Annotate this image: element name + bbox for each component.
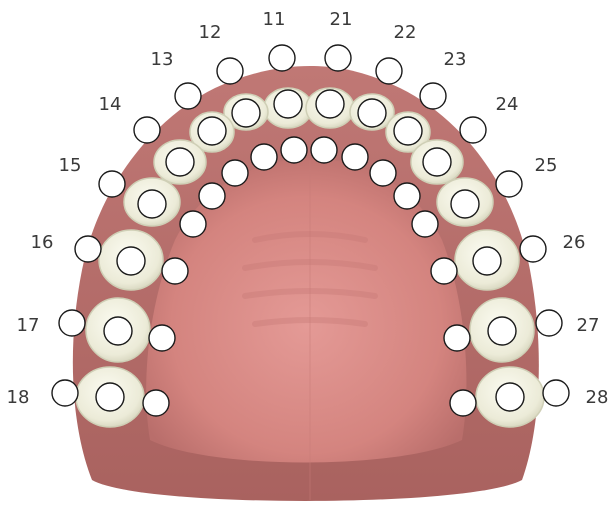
tooth-25-inner-marker[interactable] [412,211,438,237]
tooth-label-22: 22 [394,22,417,43]
tooth-14-outer-marker[interactable] [134,117,160,143]
tooth-27-inner-marker[interactable] [444,325,470,351]
tooth-21-center-marker[interactable] [316,90,344,118]
tooth-26-inner-marker[interactable] [431,258,457,284]
tooth-25-center-marker[interactable] [451,190,479,218]
tooth-12-center-marker[interactable] [232,99,260,127]
tooth-16-inner-marker[interactable] [162,258,188,284]
tooth-label-28: 28 [586,387,608,408]
tooth-23-outer-marker[interactable] [420,83,446,109]
tooth-label-21: 21 [330,9,353,30]
tooth-23-inner-marker[interactable] [370,160,396,186]
tooth-28-center-marker[interactable] [496,383,524,411]
tooth-16-outer-marker[interactable] [75,236,101,262]
tooth-11-center-marker[interactable] [274,90,302,118]
tooth-11-inner-marker[interactable] [281,137,307,163]
tooth-label-17: 17 [17,315,40,336]
tooth-14-center-marker[interactable] [166,148,194,176]
tooth-14-inner-marker[interactable] [199,183,225,209]
tooth-label-14: 14 [99,94,122,115]
tooth-22-center-marker[interactable] [358,99,386,127]
tooth-17-outer-marker[interactable] [59,310,85,336]
tooth-27-center-marker[interactable] [488,317,516,345]
tooth-label-18: 18 [7,387,30,408]
tooth-28-outer-marker[interactable] [543,380,569,406]
tooth-28-inner-marker[interactable] [450,390,476,416]
tooth-24-outer-marker[interactable] [460,117,486,143]
tooth-label-24: 24 [496,94,519,115]
tooth-26-center-marker[interactable] [473,247,501,275]
tooth-label-11: 11 [263,9,286,30]
tooth-21-inner-marker[interactable] [311,137,337,163]
tooth-22-outer-marker[interactable] [376,58,402,84]
tooth-25-outer-marker[interactable] [496,171,522,197]
tooth-11-outer-marker[interactable] [269,45,295,71]
tooth-label-13: 13 [151,49,174,70]
tooth-label-23: 23 [444,49,467,70]
tooth-15-center-marker[interactable] [138,190,166,218]
tooth-21-outer-marker[interactable] [325,45,351,71]
tooth-17-inner-marker[interactable] [149,325,175,351]
tooth-12-inner-marker[interactable] [251,144,277,170]
tooth-label-27: 27 [577,315,600,336]
tooth-15-inner-marker[interactable] [180,211,206,237]
tooth-18-inner-marker[interactable] [143,390,169,416]
tooth-13-center-marker[interactable] [198,117,226,145]
tooth-13-inner-marker[interactable] [222,160,248,186]
tooth-24-center-marker[interactable] [423,148,451,176]
tooth-16-center-marker[interactable] [117,247,145,275]
tooth-26-outer-marker[interactable] [520,236,546,262]
tooth-18-center-marker[interactable] [96,383,124,411]
tooth-label-12: 12 [199,22,222,43]
tooth-23-center-marker[interactable] [394,117,422,145]
tooth-12-outer-marker[interactable] [217,58,243,84]
tooth-18-outer-marker[interactable] [52,380,78,406]
tooth-13-outer-marker[interactable] [175,83,201,109]
tooth-27-outer-marker[interactable] [536,310,562,336]
tooth-label-15: 15 [59,155,82,176]
tooth-label-26: 26 [563,232,586,253]
tooth-24-inner-marker[interactable] [394,183,420,209]
tooth-label-25: 25 [535,155,558,176]
tooth-label-16: 16 [31,232,54,253]
tooth-22-inner-marker[interactable] [342,144,368,170]
tooth-17-center-marker[interactable] [104,317,132,345]
tooth-15-outer-marker[interactable] [99,171,125,197]
